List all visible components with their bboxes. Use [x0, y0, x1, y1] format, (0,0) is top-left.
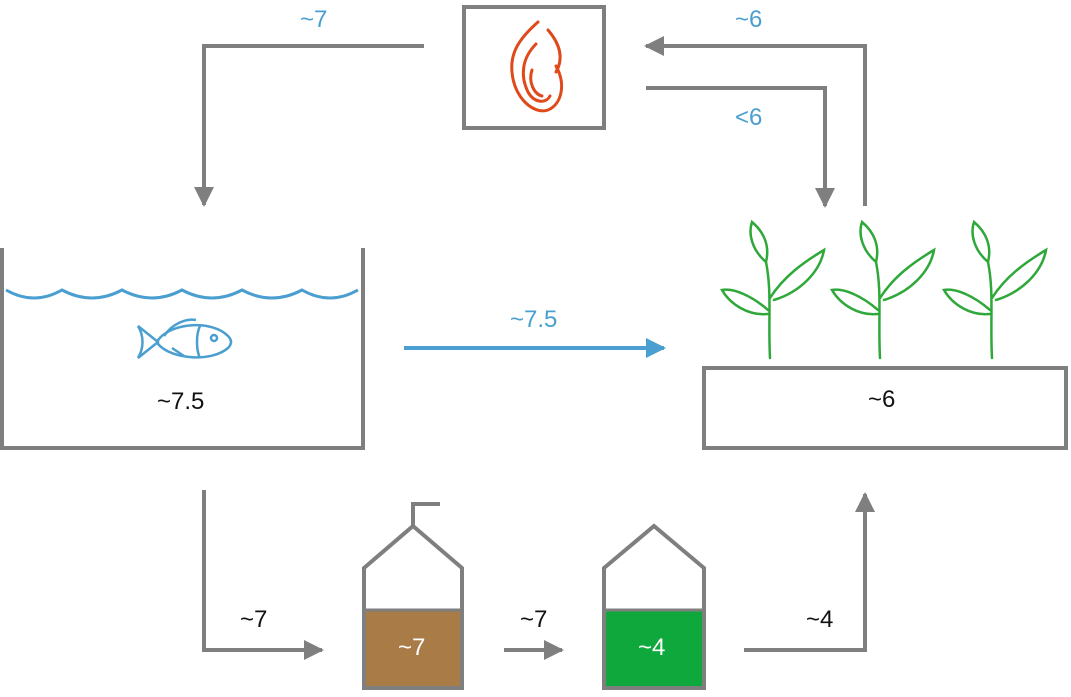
heater-to-plants-arrow: [646, 86, 835, 208]
nutrient-tank: [602, 523, 706, 690]
digester-tank: [362, 502, 464, 690]
plant-icon: [720, 219, 1048, 360]
water-waves: [5, 288, 359, 300]
flame-icon: [510, 20, 564, 113]
heater-box: [462, 5, 606, 130]
plants-to-heater-label: ~6: [735, 6, 763, 33]
fish-to-plants-label: ~7.5: [510, 306, 558, 333]
nutrient-tank-ph-label: ~4: [638, 634, 666, 661]
fish-tank-ph-label: ~7.5: [157, 388, 205, 415]
digester-ph-label: ~7: [398, 634, 426, 661]
heater-to-fish-label: ~7: [300, 6, 328, 33]
tank-to-plants-arrow: [744, 492, 875, 652]
plants-to-heater-arrow: [644, 36, 867, 206]
fish-icon: [136, 318, 233, 359]
tank-to-plants-label: ~4: [806, 606, 834, 633]
fish-to-digester-label: ~7: [240, 606, 268, 633]
heater-to-plants-label: <6: [735, 104, 763, 131]
digester-vent: [411, 502, 440, 526]
plant-bed: [702, 366, 1068, 450]
plant-bed-ph-label: ~6: [868, 386, 896, 413]
fish-tank: [0, 248, 365, 450]
fish-to-digester-arrow: [202, 490, 324, 660]
digester-to-tank-label: ~7: [520, 606, 548, 633]
heater-to-fish-arrow: [194, 44, 424, 207]
